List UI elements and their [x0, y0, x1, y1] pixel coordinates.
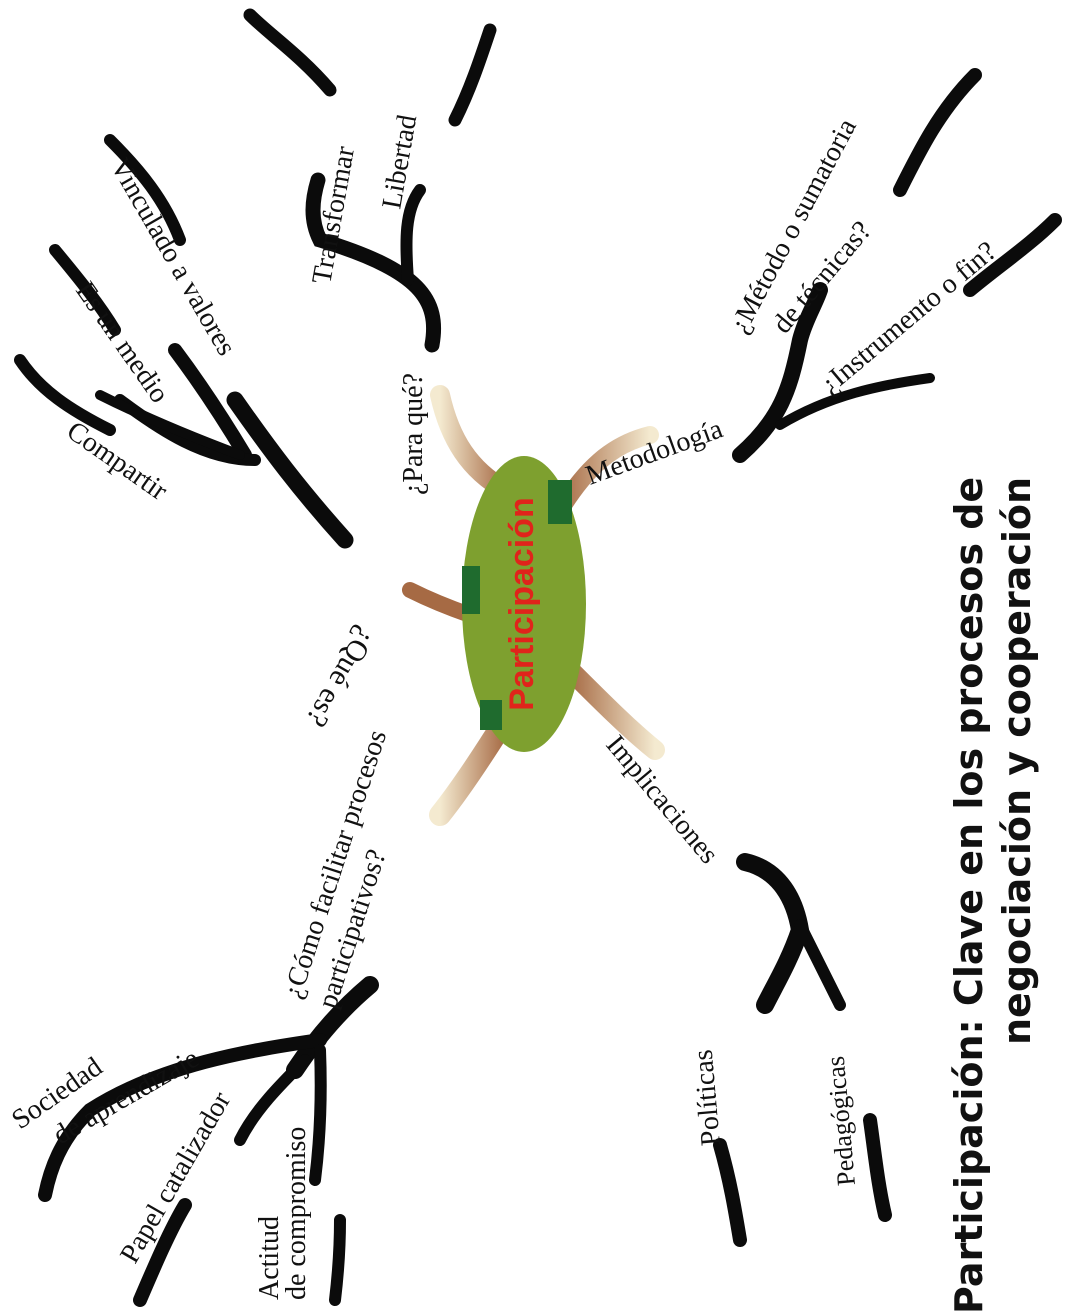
label-que-es: ¿Qué es?	[299, 622, 382, 733]
label-para-que: ¿Para qué?	[398, 373, 429, 495]
title-line-2: negociación y cooperación	[995, 477, 1039, 1045]
label-es-un-medio: Es un medio	[69, 276, 175, 408]
center-accent-3	[480, 700, 502, 730]
title: Participación: Clave en los procesos de …	[947, 477, 1039, 1314]
label-politicas: Políticas	[688, 1048, 727, 1147]
center-accent-2	[462, 566, 480, 614]
arm-que-es	[410, 590, 470, 615]
center-label: Participación	[503, 497, 541, 711]
label-pedagogicas: Pedagógicas	[821, 1055, 861, 1187]
branch-para-que: ¿Para qué? Transformar Libertad	[306, 112, 429, 495]
label-papel: Papel catalizador	[114, 1086, 237, 1268]
title-line-1: Participación: Clave en los procesos de	[947, 477, 991, 1314]
label-compromiso: de compromiso	[281, 1127, 312, 1300]
center-node: Participación	[462, 456, 586, 752]
center-accent-1	[548, 480, 572, 524]
